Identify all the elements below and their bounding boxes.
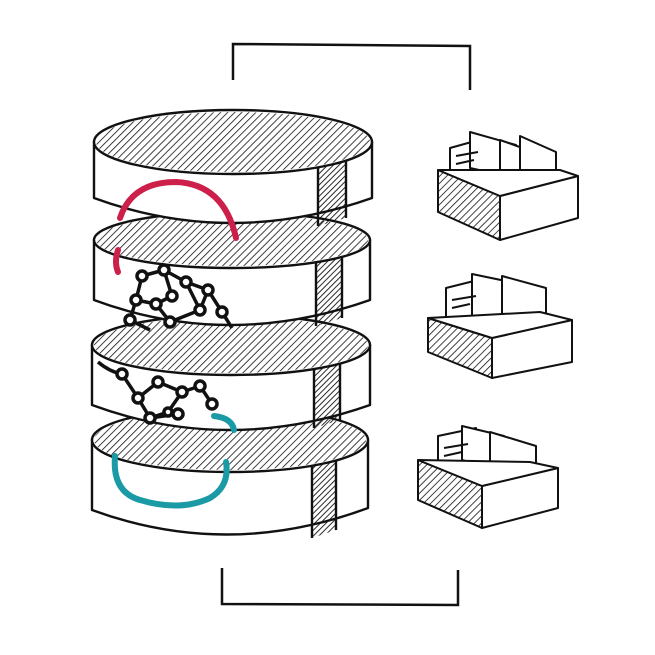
red-arc-end bbox=[113, 247, 121, 275]
network-graph-lower bbox=[96, 360, 219, 425]
teal-arc-end bbox=[211, 413, 237, 433]
bottom-bracket bbox=[220, 568, 460, 607]
red-arc bbox=[117, 179, 239, 241]
top-bracket bbox=[231, 42, 472, 90]
database-stack bbox=[90, 108, 374, 538]
stack-layer-lower-middle bbox=[90, 313, 372, 433]
file-boxes bbox=[417, 131, 579, 529]
file-box-3 bbox=[417, 425, 559, 529]
network-graph-upper bbox=[123, 263, 234, 332]
stack-layer-top bbox=[92, 108, 374, 241]
file-box-2 bbox=[427, 273, 573, 379]
stack-layer-upper-middle bbox=[92, 210, 372, 332]
file-box-1 bbox=[437, 131, 579, 241]
teal-arc bbox=[111, 453, 230, 509]
